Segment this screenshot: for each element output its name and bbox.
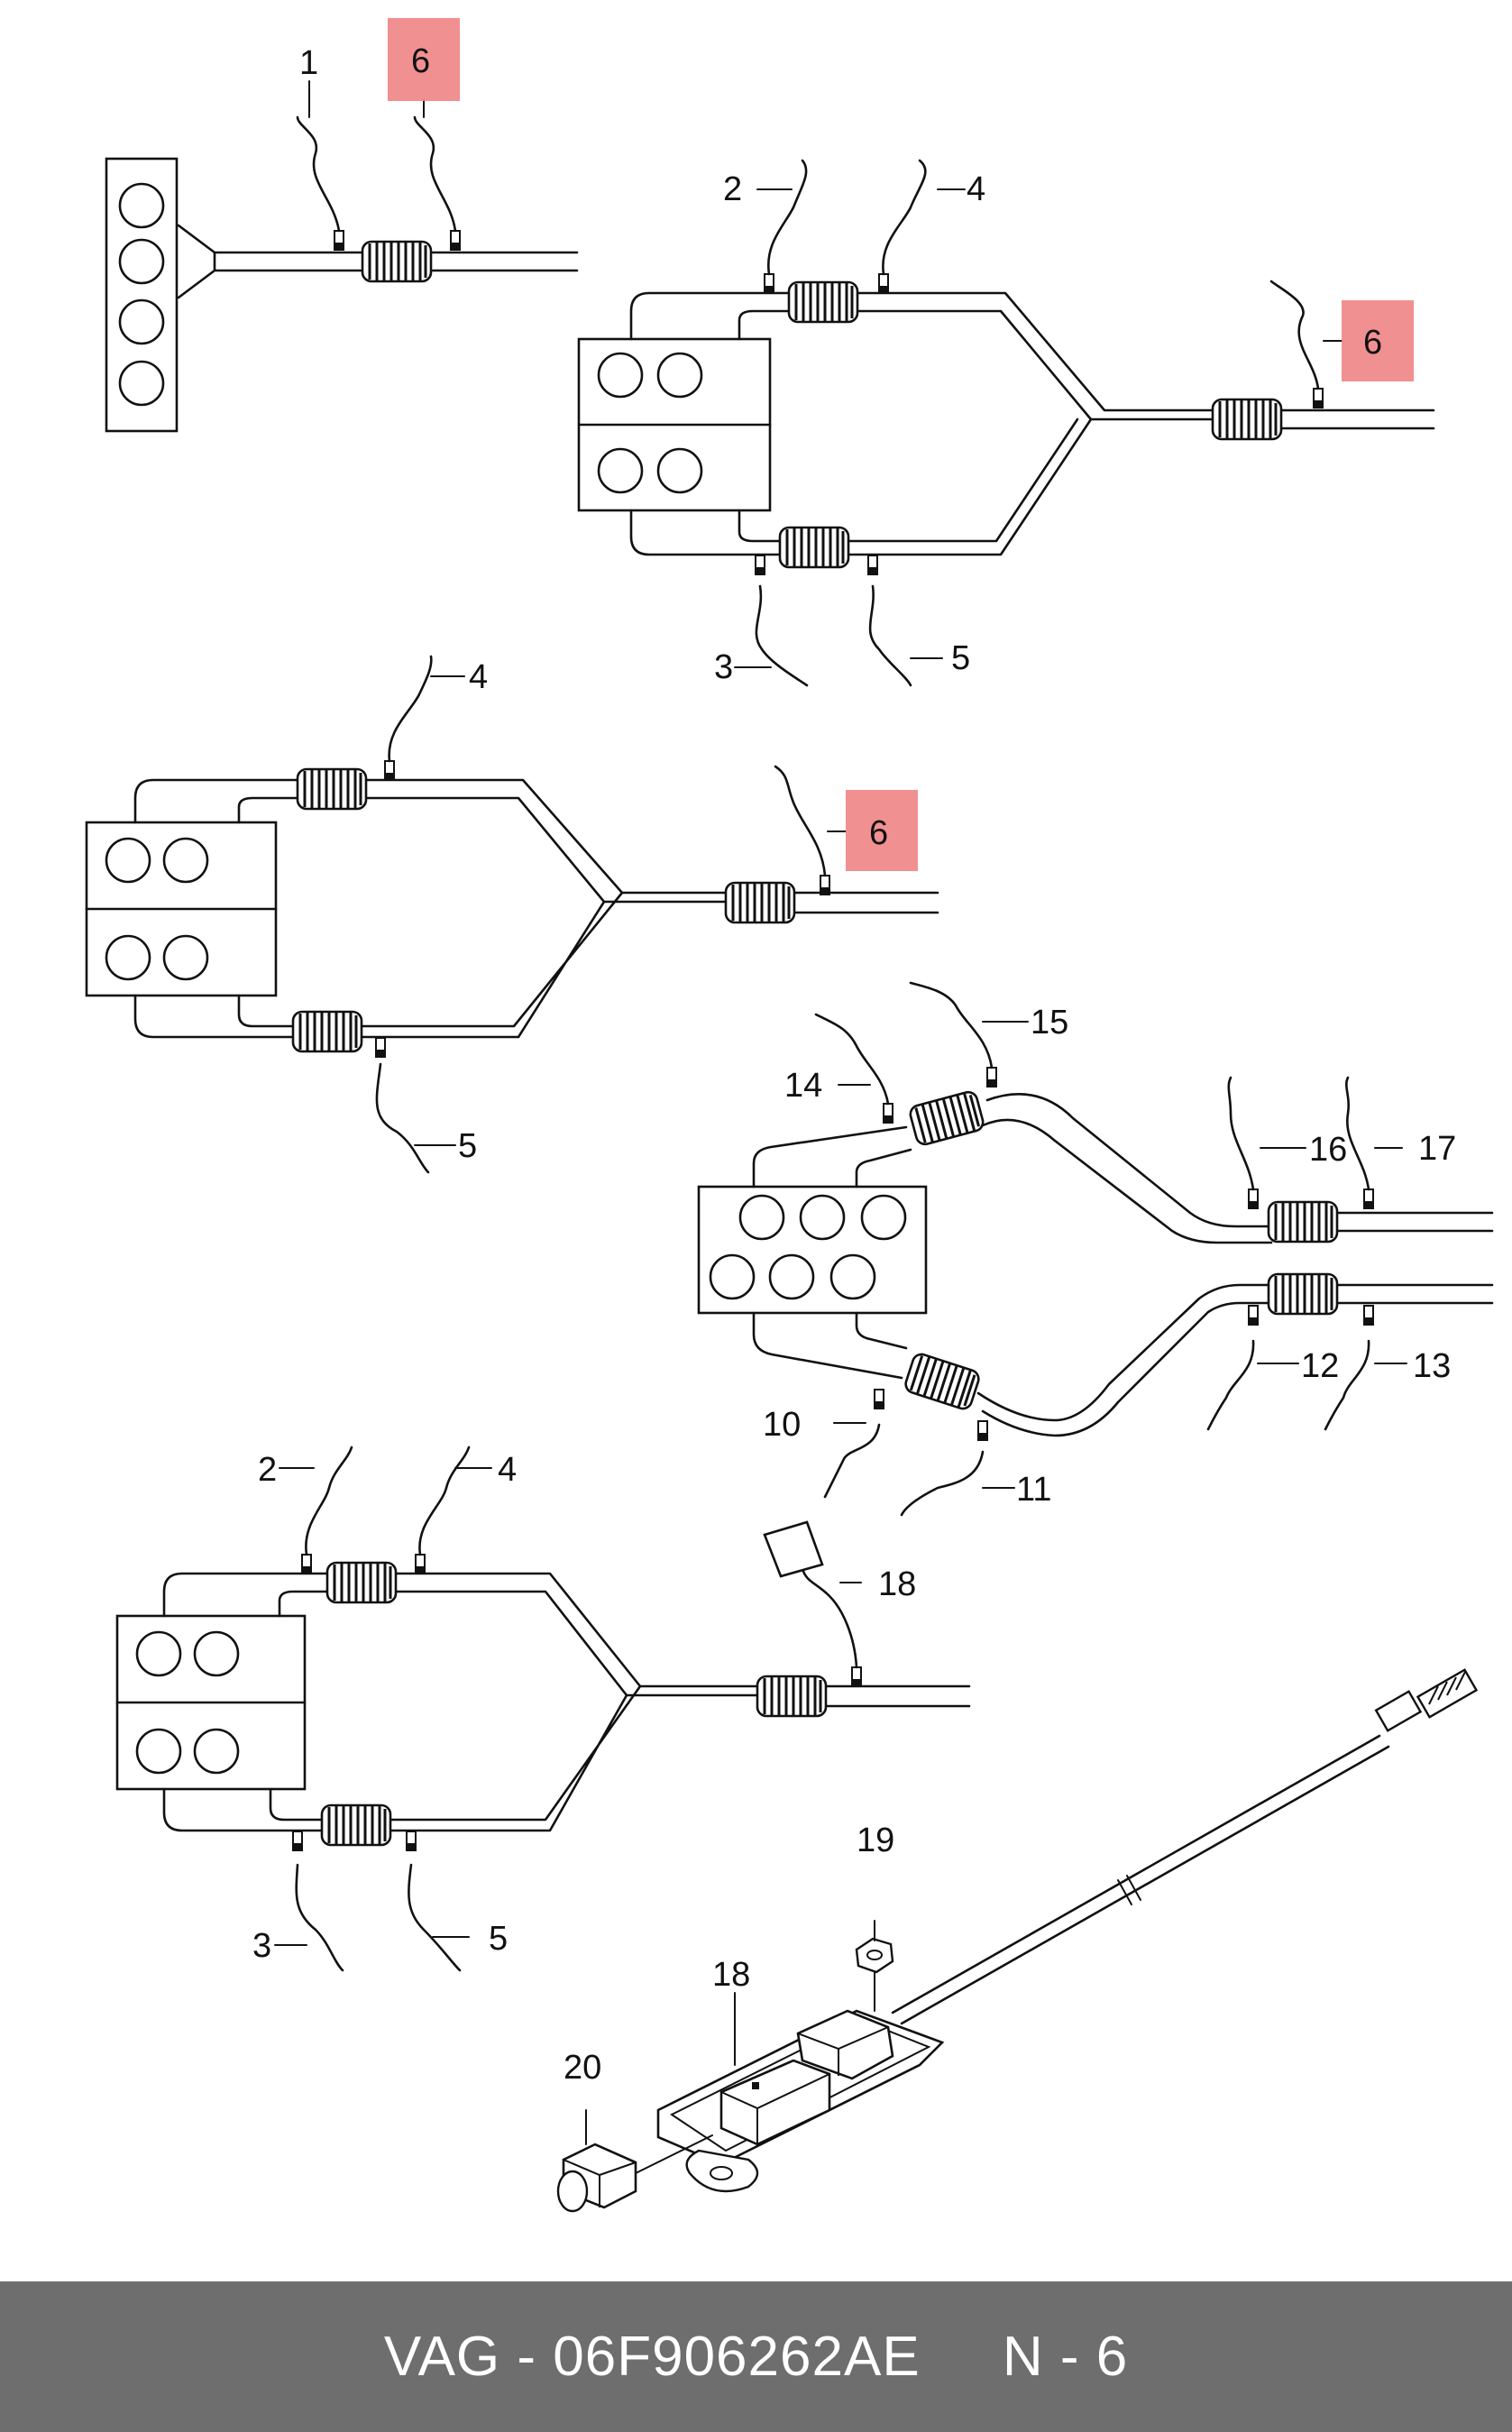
part-number-label: VAG - 06F906262AE N - 6 bbox=[383, 2326, 1129, 2388]
diagram-v-engine-nox bbox=[115, 1445, 971, 1972]
highlight-box-6-right bbox=[1342, 300, 1414, 381]
diagram-6cyl bbox=[697, 981, 1494, 1517]
callout-12: 12 bbox=[1301, 1347, 1339, 1385]
callout-18: 18 bbox=[878, 1565, 916, 1603]
callout-17: 17 bbox=[1418, 1130, 1456, 1168]
callout-5: 5 bbox=[489, 1920, 508, 1958]
diagram-v-engine-b bbox=[577, 159, 1435, 687]
callout-6: 6 bbox=[411, 42, 430, 80]
nox-sensor-assembly bbox=[556, 1668, 1479, 2213]
callout-14: 14 bbox=[784, 1067, 822, 1105]
callout-20: 20 bbox=[564, 2049, 601, 2087]
callout-18: 18 bbox=[712, 1956, 750, 1994]
callout-5: 5 bbox=[458, 1127, 477, 1165]
callout-3: 3 bbox=[252, 1927, 271, 1965]
callout-1: 1 bbox=[299, 44, 318, 82]
callout-10: 10 bbox=[763, 1406, 801, 1444]
callout-4: 4 bbox=[967, 170, 985, 208]
callout-5: 5 bbox=[951, 639, 970, 677]
callout-6: 6 bbox=[869, 814, 888, 852]
callout-3: 3 bbox=[714, 648, 733, 686]
callout-15: 15 bbox=[1031, 1004, 1068, 1042]
callout-2: 2 bbox=[258, 1451, 277, 1489]
callout-19: 19 bbox=[857, 1822, 894, 1859]
callout-13: 13 bbox=[1413, 1347, 1451, 1385]
highlight-box-6-mid bbox=[846, 790, 918, 871]
callout-4: 4 bbox=[469, 658, 488, 696]
callout-6: 6 bbox=[1363, 324, 1382, 362]
highlight-box-6-top bbox=[388, 18, 460, 101]
callout-2: 2 bbox=[723, 170, 742, 208]
callout-16: 16 bbox=[1309, 1131, 1347, 1169]
diagram-inline-4cyl bbox=[105, 80, 579, 433]
callout-11: 11 bbox=[1016, 1471, 1051, 1509]
exhaust-sensor-diagram: 1 6 2 4 6 3 5 4 6 5 15 14 16 17 12 13 10… bbox=[85, 18, 1494, 2213]
diagram-v-engine-c bbox=[85, 655, 939, 1174]
footer-bar: VAG - 06F906262AE N - 6 bbox=[0, 2281, 1512, 2432]
callout-4: 4 bbox=[498, 1451, 517, 1489]
